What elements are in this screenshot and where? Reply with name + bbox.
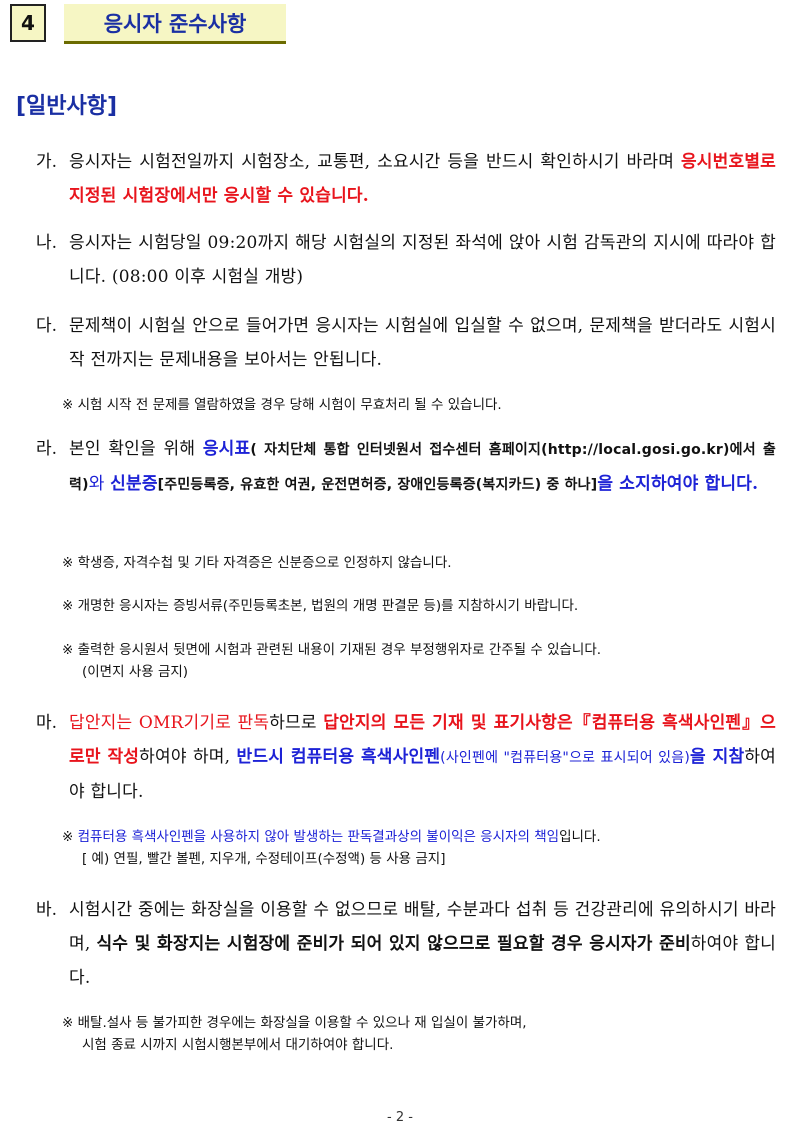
item-text: 본인 확인을 위해 (69, 439, 203, 459)
item-label: 바. (36, 900, 58, 920)
item-ba: 바. 시험시간 중에는 화장실을 이용할 수 없으므로 배탈, 수분과다 섭취 … (36, 893, 776, 995)
item-highlight: 을 지참 (690, 747, 745, 767)
note-form-back: ※ 출력한 응시원서 뒷면에 시험과 관련된 내용이 기재된 경우 부정행위자로… (62, 639, 777, 683)
note-sign-pen: ※ 컴퓨터용 흑색사인펜을 사용하지 않아 발생하는 판독결과상의 불이익은 응… (62, 826, 777, 870)
item-highlight: 신분증 (110, 474, 158, 494)
section-header-title: 응시자 준수사항 (103, 11, 247, 36)
note-id-types: ※ 학생증, 자격수첩 및 기타 자격증은 신분증으로 인정하지 않습니다. (62, 555, 452, 571)
section-header: 응시자 준수사항 (64, 4, 286, 44)
item-na: 나. 응시자는 시험당일 09:20까지 해당 시험실의 지정된 좌석에 앉아 … (36, 226, 776, 294)
item-ra: 라. 본인 확인을 위해 응시표( 자치단체 통합 인터넷원서 접수센터 홈페이… (36, 432, 776, 502)
item-text: (사인펜에 "컴퓨터용"으로 표시되어 있음) (440, 750, 691, 766)
item-highlight: 답안지의 모든 기재 및 표기사항은『컴퓨터용 흑색사인펜』으로만 작성 (69, 713, 777, 767)
item-label: 라. (36, 439, 58, 459)
item-text: 하여야 하며, (139, 747, 237, 767)
item-label: 마. (36, 713, 58, 733)
note-highlight: 컴퓨터용 흑색사인펜을 사용하지 않아 발생하는 판독결과상의 불이익은 응시자… (77, 829, 560, 845)
note-text: 시험 종료 시까지 시험시행본부에서 대기하여야 합니다. (82, 1037, 394, 1053)
note-text: ※ 배탈.설사 등 불가피한 경우에는 화장실을 이용할 수 있으나 재 입실이… (62, 1015, 527, 1031)
item-label: 나. (36, 233, 58, 253)
item-ma: 마. 답안지는 OMR기기로 판독하므로 답안지의 모든 기재 및 표기사항은『… (36, 706, 776, 809)
item-text: 와 (88, 474, 111, 494)
item-highlight: 반드시 컴퓨터용 흑색사인펜 (236, 747, 441, 767)
item-label: 다. (36, 316, 58, 336)
item-text: 문제책이 시험실 안으로 들어가면 응시자는 시험실에 입실할 수 없으며, 문… (69, 316, 776, 370)
section-number: 4 (21, 11, 35, 35)
section-number-box: 4 (10, 4, 46, 42)
note-text: ※ 출력한 응시원서 뒷면에 시험과 관련된 내용이 기재된 경우 부정행위자로… (62, 642, 602, 658)
item-text: 하여야 합니다. (69, 934, 776, 988)
item-highlight: 응시번호별로 지정된 시험장에서만 응시할 수 있습니다. (69, 152, 776, 206)
item-text: ( 자치단체 통합 인터넷원서 접수센터 홈페이지(http://local.g… (69, 442, 776, 493)
note-text: 입니다. (559, 829, 601, 845)
item-text: 하여야 합니다. (69, 747, 777, 802)
item-highlight: 을 소지하여야 합니다. (597, 474, 759, 494)
note-text: ※ (62, 829, 78, 845)
item-text: [주민등록증, 유효한 여권, 운전면허증, 장애인등록증(복지카드) 중 하나… (157, 477, 598, 493)
item-label: 가. (36, 152, 58, 172)
note-restroom: ※ 배탈.설사 등 불가피한 경우에는 화장실을 이용할 수 있으나 재 입실이… (62, 1012, 777, 1056)
note-text: (이면지 사용 금지) (82, 664, 189, 680)
note-exam-view: ※ 시험 시작 전 문제를 열람하였을 경우 당해 시험이 무효처리 될 수 있… (62, 397, 502, 413)
item-da: 다. 문제책이 시험실 안으로 들어가면 응시자는 시험실에 입실할 수 없으며… (36, 309, 776, 377)
item-highlight: 응시표 (202, 439, 251, 459)
section-title: [일반사항] (16, 94, 118, 119)
item-text: 하므로 (269, 713, 324, 733)
note-name-change: ※ 개명한 응시자는 증빙서류(주민등록초본, 법원의 개명 판결문 등)를 지… (62, 598, 579, 614)
item-text: 응시자는 시험당일 09:20까지 해당 시험실의 지정된 좌석에 앉아 시험 … (69, 233, 776, 287)
item-text: 시험시간 중에는 화장실을 이용할 수 없으므로 배탈, 수분과다 섭취 등 건… (69, 900, 776, 954)
item-text: 응시자는 시험전일까지 시험장소, 교통편, 소요시간 등을 반드시 확인하시기… (69, 152, 681, 172)
item-highlight: 식수 및 화장지는 시험장에 준비가 되어 있지 않으므로 필요할 경우 응시자… (96, 934, 691, 954)
item-ga: 가. 응시자는 시험전일까지 시험장소, 교통편, 소요시간 등을 반드시 확인… (36, 145, 776, 213)
note-text: [ 예) 연필, 빨간 볼펜, 지우개, 수정테이프(수정액) 등 사용 금지] (82, 851, 446, 867)
page-number: - 2 - (387, 1110, 413, 1125)
item-highlight: 답안지는 OMR기기로 판독 (69, 713, 270, 733)
